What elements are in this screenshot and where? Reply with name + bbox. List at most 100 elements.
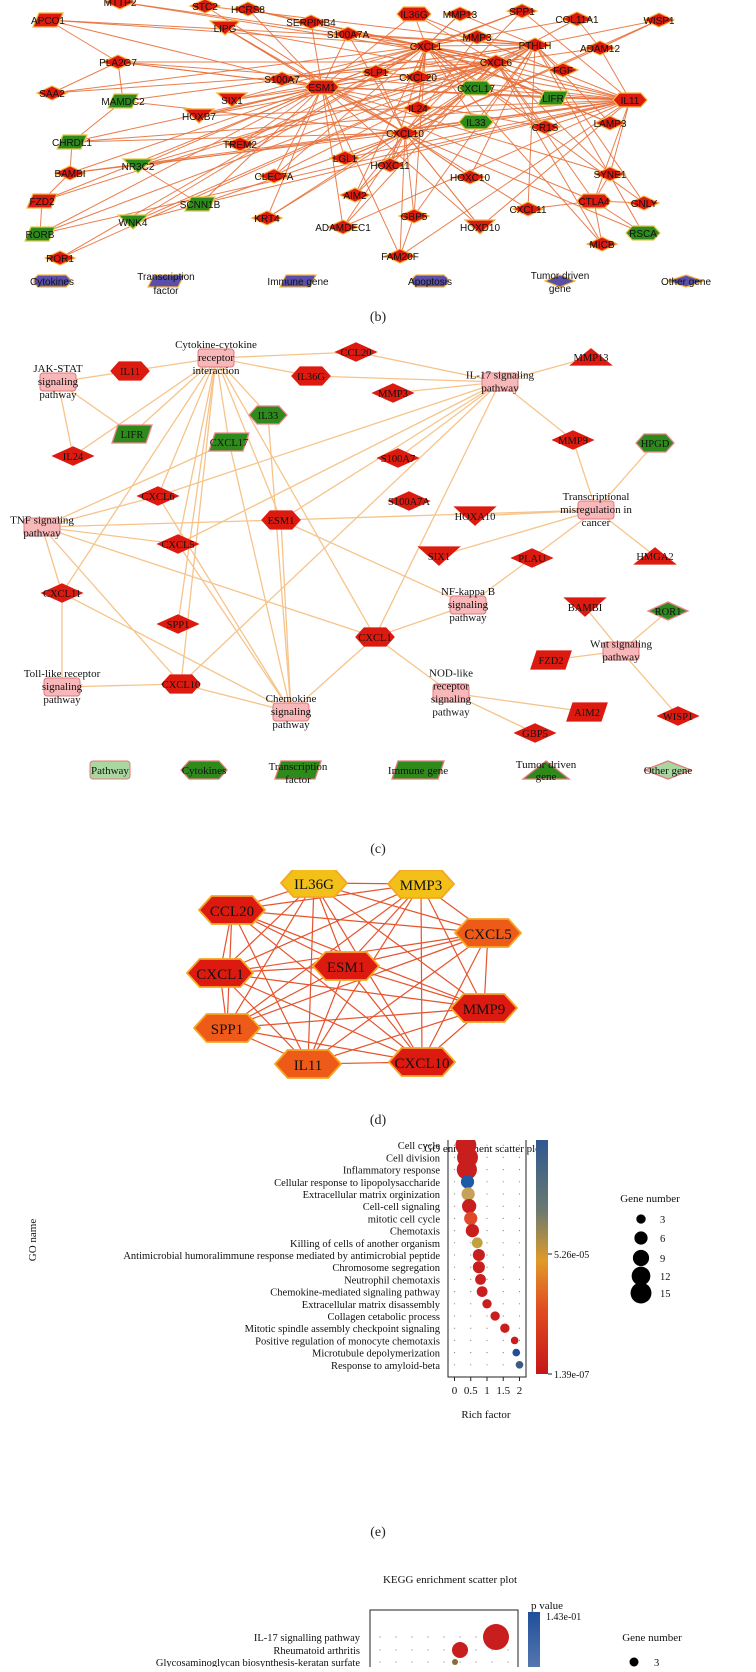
grid-dot <box>518 1266 521 1268</box>
legend-c-shape <box>180 760 228 780</box>
grid-dot <box>470 1266 472 1268</box>
legend-b-label: Apoptosis <box>408 277 452 288</box>
legend-c-shape <box>643 760 693 780</box>
network-b-edge <box>122 100 406 134</box>
pathway-label: NOD-like <box>429 668 473 680</box>
node-label-b: MICB <box>590 240 615 251</box>
network-c-edge <box>41 526 63 594</box>
grid-dot <box>475 1649 477 1651</box>
y-tick-label: Positive regulation of monocyte chemotax… <box>255 1336 440 1347</box>
y-tick-label: Cell division <box>386 1153 441 1164</box>
grid-dot <box>502 1364 504 1366</box>
data-point <box>471 1237 483 1249</box>
caption-d: (d) <box>369 1113 387 1128</box>
pathway-label: pathway <box>43 694 81 706</box>
pathway-node-2 <box>481 372 519 392</box>
data-point <box>500 1323 510 1333</box>
network-c-edge <box>57 381 74 457</box>
grid-dot <box>453 1352 456 1354</box>
pathway-label: pathway <box>449 612 487 624</box>
node-spp1 <box>505 3 539 19</box>
node-label-c: CXCL6 <box>141 492 174 503</box>
grid-dot <box>486 1242 488 1244</box>
grid-dot <box>427 1636 429 1638</box>
network-c-edge <box>177 357 217 625</box>
node-label-b: LIPG <box>214 24 237 35</box>
node-nr3c2 <box>121 158 155 174</box>
panel-e: GO enrichment scatter plotPositive regul… <box>0 1119 756 1550</box>
node-cxcl20 <box>401 69 435 85</box>
legend-c-label: factor <box>285 774 311 786</box>
node-label-b: CXCL11 <box>509 205 546 216</box>
node-hoxa10 <box>453 506 497 526</box>
node-mmp3 <box>460 29 494 45</box>
data-point <box>461 1199 477 1214</box>
node-label-b: MTTP2 <box>104 0 137 9</box>
network-d-edge <box>219 883 422 974</box>
legend-c-label: Immune gene <box>388 765 448 777</box>
network-b-edge <box>266 132 406 219</box>
node-hoxb7 <box>182 108 216 124</box>
node-cxcl10 <box>388 125 422 141</box>
node-label-b: SAA2 <box>39 89 65 100</box>
size-legend-dot <box>634 1231 648 1245</box>
legend-c-shape <box>274 760 322 780</box>
node-label-d: MMP9 <box>463 1002 506 1018</box>
network-c-edge <box>177 543 292 713</box>
node-label-c: HOXA10 <box>455 512 496 523</box>
network-b-edge <box>273 45 427 177</box>
network-c-edge <box>41 495 159 528</box>
node-rsca <box>625 225 661 241</box>
pathway-node-1 <box>39 372 77 392</box>
network-b-edge <box>224 27 323 88</box>
node-label-b: SIX1 <box>221 96 243 107</box>
legend-b-label: Cytokines <box>30 277 74 288</box>
pathway-label: TNF signaling <box>10 515 74 527</box>
node-label-d: MMP3 <box>400 878 443 894</box>
size-legend-label: 15 <box>660 1289 671 1300</box>
pathway-label: receptor <box>198 352 234 364</box>
grid-dot <box>453 1205 456 1207</box>
legend-c-shape <box>391 760 445 780</box>
node-label-c: GBP5 <box>522 729 548 740</box>
grid-dot <box>486 1352 488 1354</box>
network-b-edge <box>119 1 427 47</box>
network-b-edge <box>593 99 631 202</box>
node-cxcl1 <box>355 627 395 647</box>
size-legend-label: 12 <box>660 1272 671 1283</box>
node-hoxc11 <box>373 157 407 173</box>
network-b-edge <box>137 165 201 205</box>
color-legend-title: p value <box>531 1600 563 1612</box>
color-bar <box>528 1612 540 1672</box>
network-d-edge <box>307 932 489 1065</box>
grid-dot <box>486 1181 488 1183</box>
y-tick-label: Rheumatoid arthritis <box>273 1646 360 1657</box>
size-legend-label: 3 <box>660 1215 665 1226</box>
node-mmp3 <box>386 869 456 899</box>
grid-dot <box>453 1230 456 1232</box>
node-cxcl6 <box>479 54 513 70</box>
network-c-edge <box>450 692 588 713</box>
legend-b-label: Other gene <box>661 277 711 288</box>
grid-dot <box>475 1661 477 1663</box>
grid-dot <box>518 1205 521 1207</box>
grid-dot <box>453 1181 456 1183</box>
y-tick-label: Chemotaxis <box>390 1227 440 1238</box>
node-label-b: TREM2 <box>223 140 257 151</box>
x-tick-label: 1 <box>484 1385 490 1397</box>
network-b-edge <box>344 132 406 159</box>
legend-b-shape <box>411 274 449 288</box>
pathway-label: interaction <box>192 365 240 377</box>
node-label-b: FAM20F <box>381 252 419 263</box>
size-legend-dot <box>636 1214 646 1224</box>
pathway-label: signaling <box>271 706 312 718</box>
grid-dot <box>518 1303 521 1305</box>
data-point <box>465 1223 479 1238</box>
network-c-edge <box>499 381 574 441</box>
x-axis-label: Rich factor <box>461 1409 511 1421</box>
node-syne1 <box>593 166 627 182</box>
node-wisp1 <box>642 12 676 28</box>
legend-c-label: Tumor driven <box>516 759 577 771</box>
